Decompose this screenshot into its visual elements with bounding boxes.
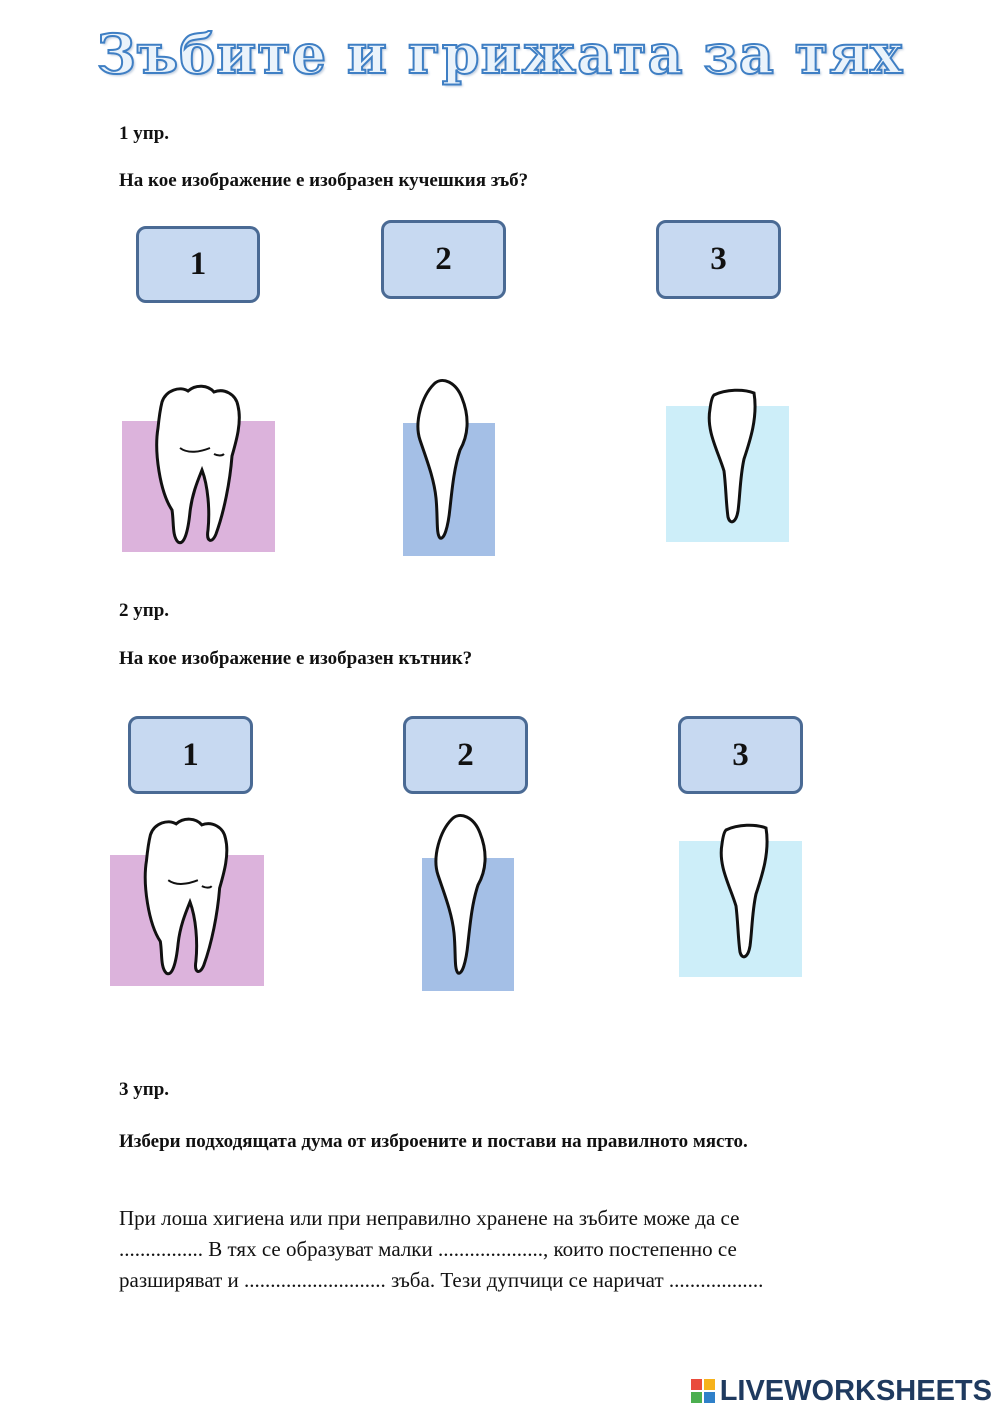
ex1-option-3-button[interactable]: 3 bbox=[656, 220, 781, 299]
ex2-option-1-button[interactable]: 1 bbox=[128, 716, 253, 794]
incisor-tooth-icon bbox=[719, 823, 769, 959]
exercise-3-text: При лоша хигиена или при неправилно хран… bbox=[119, 1203, 879, 1296]
exercise-1-label: 1 упр. bbox=[119, 123, 170, 144]
liveworksheets-logo-icon bbox=[690, 1379, 715, 1403]
text-line-1: При лоша хигиена или при неправилно хран… bbox=[119, 1206, 740, 1230]
ex1-option-1-button[interactable]: 1 bbox=[136, 226, 260, 303]
ex2-option-2-button[interactable]: 2 bbox=[403, 716, 528, 794]
exercise-1-question: На кое изображение е изобразен кучешкия … bbox=[119, 170, 529, 191]
exercise-2-question: На кое изображение е изобразен кътник? bbox=[119, 648, 473, 669]
incisor-tooth-icon bbox=[707, 388, 757, 524]
page-title: Зъбите и грижата за тях bbox=[96, 21, 904, 87]
molar-tooth-icon bbox=[155, 384, 241, 545]
molar-tooth-icon bbox=[143, 817, 229, 976]
liveworksheets-logo: LIVEWORKSHEETS bbox=[690, 1374, 992, 1408]
brand-text: LIVEWORKSHEETS bbox=[719, 1374, 992, 1407]
ex1-option-2-button[interactable]: 2 bbox=[381, 220, 506, 299]
text-line-2: ................ В тях се образуват малк… bbox=[119, 1237, 737, 1261]
exercise-3-instruction: Избери подходящата дума от изброените и … bbox=[119, 1131, 748, 1152]
canine-tooth-icon bbox=[416, 379, 469, 540]
exercise-2-label: 2 упр. bbox=[119, 600, 170, 621]
exercise-3-label: 3 упр. bbox=[119, 1079, 170, 1100]
canine-tooth-icon bbox=[434, 814, 487, 975]
text-line-3: разширяват и ...........................… bbox=[119, 1268, 764, 1292]
ex2-option-3-button[interactable]: 3 bbox=[678, 716, 803, 794]
